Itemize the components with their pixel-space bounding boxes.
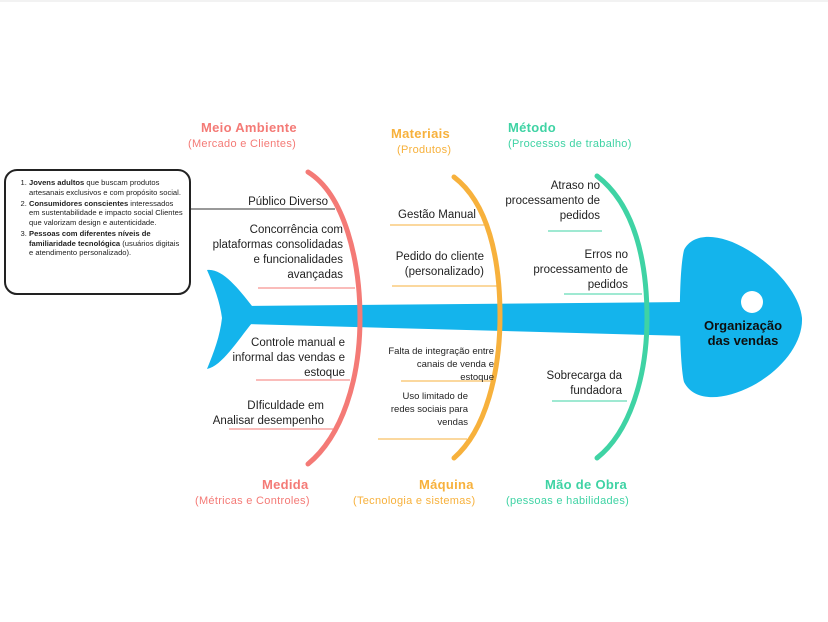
note-box: Jovens adultos que buscam produtos artes… <box>4 169 191 295</box>
cause-atraso: Atraso no processamento de pedidos <box>505 180 600 222</box>
cause-dificuldade: DIficuldade em Analisar desempenho <box>212 400 324 427</box>
fish-spine <box>244 302 688 336</box>
cause-gestao-manual: Gestão Manual <box>398 209 476 221</box>
cause-controle-manual: Controle manual e informal das vendas e … <box>232 337 345 379</box>
fish-head <box>679 236 803 398</box>
category-medida-subtitle: (Métricas e Controles) <box>195 495 310 507</box>
effect-label: Organização das vendas <box>703 318 783 348</box>
category-materiais-subtitle: (Produtos) <box>397 144 452 156</box>
category-meio-ambiente-title: Meio Ambiente <box>201 120 297 135</box>
note-item: Jovens adultos que buscam produtos artes… <box>29 178 183 197</box>
category-materiais-title: Materiais <box>391 126 451 141</box>
cause-pedido-cliente: Pedido do cliente (personalizado) <box>395 251 484 278</box>
category-metodo-title: Método <box>508 120 557 135</box>
bone-orange <box>451 174 503 461</box>
category-medida-title: Medida <box>262 477 309 492</box>
category-maquina-title: Máquina <box>419 477 474 492</box>
cause-sobrecarga: Sobrecarga da fundadora <box>546 370 622 397</box>
category-maquina-subtitle: (Tecnologia e sistemas) <box>353 495 476 507</box>
category-meio-ambiente-subtitle: (Mercado e Clientes) <box>188 138 297 150</box>
cause-publico-diverso: Público Diverso <box>248 196 328 208</box>
category-mao-de-obra-title: Mão de Obra <box>545 477 628 492</box>
fish-tail <box>207 269 252 369</box>
category-metodo-subtitle: (Processos de trabalho) <box>508 138 632 150</box>
note-item: Pessoas com diferentes níveis de familia… <box>29 229 183 258</box>
bone-red <box>305 169 363 467</box>
note-item-text: interessados em sustentabilidade e impac… <box>29 198 183 227</box>
cause-falta-integracao: Falta de integração entre canais de vend… <box>388 346 494 383</box>
note-item-bold: Pessoas com diferentes níveis de familia… <box>29 228 151 248</box>
note-item-text: (usuários digitais e atendimento persona… <box>29 238 180 258</box>
note-list: Jovens adultos que buscam produtos artes… <box>12 178 183 258</box>
note-item: Consumidores conscientes interessados em… <box>29 199 183 228</box>
note-item-text: que buscam produtos artesanais exclusivo… <box>29 178 181 197</box>
note-item-bold: Jovens adultos <box>29 178 85 187</box>
cause-erros: Erros no processamento de pedidos <box>533 249 628 291</box>
note-item-bold: Consumidores conscientes <box>29 198 129 208</box>
cause-uso-limitado: Uso limitado de redes sociais para venda… <box>390 391 468 428</box>
bone-green <box>594 173 650 461</box>
fish-eye <box>741 291 763 313</box>
category-mao-de-obra-subtitle: (pessoas e habilidades) <box>506 495 630 507</box>
cause-concorrencia: Concorrência com plataformas consolidada… <box>212 224 343 281</box>
